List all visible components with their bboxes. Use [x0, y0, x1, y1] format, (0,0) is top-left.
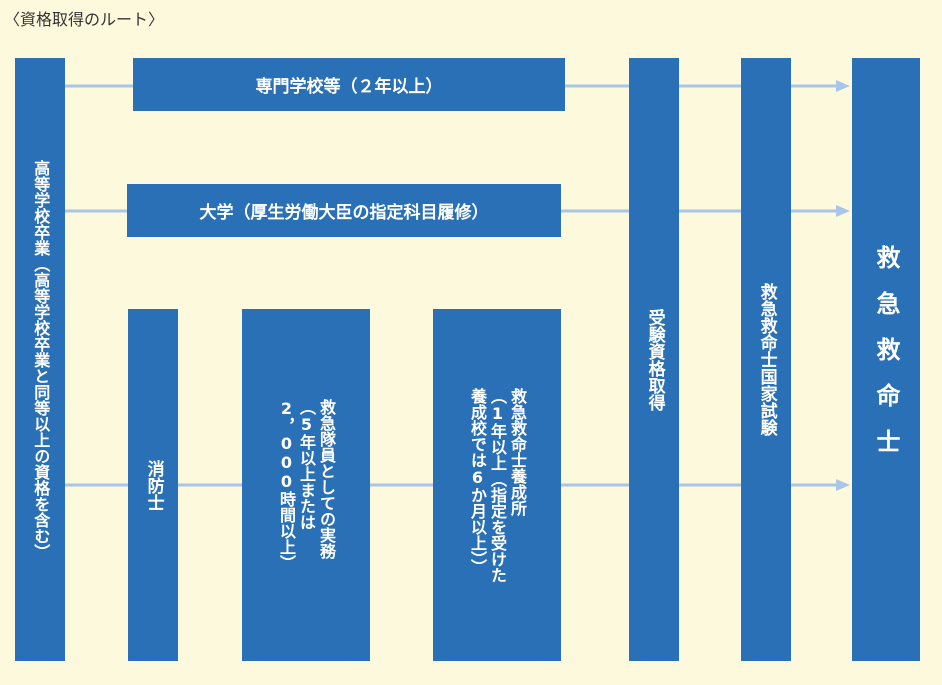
- firefighter-box: 消防士: [128, 309, 178, 661]
- vocational-school-box: 専門学校等（２年以上）: [133, 58, 565, 111]
- arrow-head-top: [836, 80, 850, 92]
- arrow-head-bottom: [836, 479, 850, 491]
- training-school-box: 救急救命士養成所 （1年以上（指定を受けた 養成校では6か月以上））: [433, 309, 561, 661]
- arrow-head-middle: [836, 205, 850, 217]
- university-box: 大学（厚生労働大臣の指定科目履修）: [127, 184, 561, 237]
- high-school-graduation-box: 高等学校卒業（高等学校卒業と同等以上の資格を含む）: [15, 58, 65, 661]
- national-exam-box: 救急救命士国家試験: [741, 58, 791, 661]
- exam-eligibility-box: 受験資格取得: [629, 58, 679, 661]
- ems-practice-box: 救急隊員としての実務 （5年以上または 2，000時間以上）: [242, 309, 370, 661]
- paramedic-box: 救急救命士: [852, 58, 920, 661]
- diagram-caption: 〈資格取得のルート〉: [4, 10, 165, 29]
